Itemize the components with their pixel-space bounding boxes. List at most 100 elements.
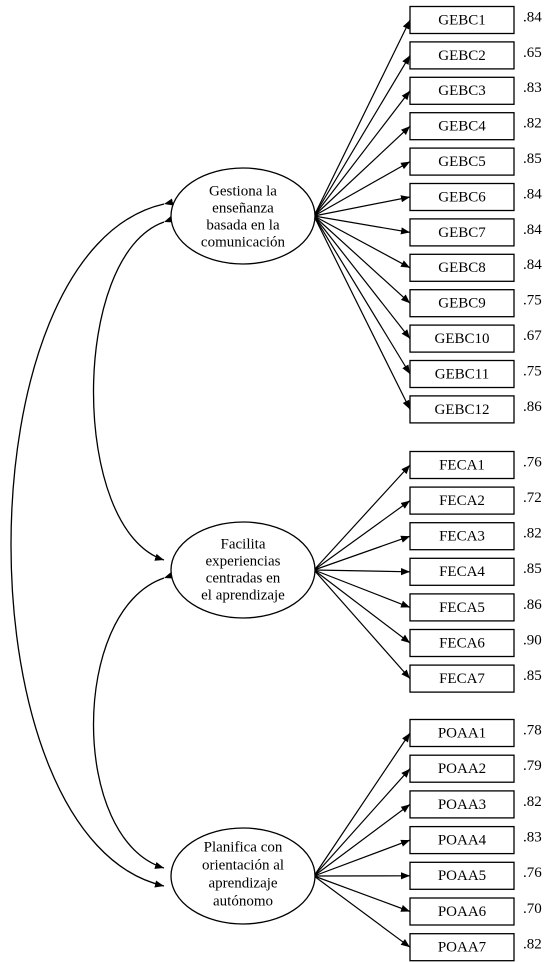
indicator-poaa5: POAA5.76 — [409, 861, 542, 890]
factor-ellipse — [170, 827, 316, 925]
loading-value: .82 — [523, 937, 542, 953]
factor-ellipse — [170, 521, 316, 619]
indicator-box — [409, 861, 515, 890]
indicator-gebc12: GEBC12.86 — [409, 395, 542, 424]
covariance-gebc-poaa — [10, 198, 174, 888]
indicator-box — [409, 147, 515, 176]
loading-arrow — [313, 55, 411, 217]
loading-arrow — [313, 875, 411, 948]
loading-arrow — [313, 803, 411, 877]
indicator-gebc3: GEBC3.83 — [409, 76, 542, 105]
loading-value: .84 — [523, 186, 542, 202]
indicator-gebc5: GEBC5.85 — [409, 147, 542, 176]
indicator-poaa4: POAA4 .83 — [409, 825, 542, 855]
loading-value: .90 — [523, 632, 542, 648]
indicator-gebc6: GEBC6.84 — [409, 182, 542, 212]
loading-value: .75 — [523, 293, 542, 309]
indicator-label: FECA7 — [439, 671, 485, 687]
loading-arrow — [313, 569, 411, 679]
loading-arrow — [313, 464, 411, 571]
indicator-label: GEBC4 — [438, 119, 486, 135]
indicator-poaa6: POAA6 .70 — [409, 897, 542, 926]
loading-arrow — [313, 875, 411, 913]
loading-value: .84 — [523, 222, 542, 238]
indicator-label: POAA7 — [438, 940, 487, 956]
indicator-label: FECA4 — [439, 564, 485, 580]
factor-label-line: el aprendizaje — [201, 587, 285, 603]
factor-label-line: Gestiona la — [209, 183, 277, 199]
indicator-label: POAA3 — [438, 797, 486, 813]
indicator-gebc10: GEBC10.67 — [409, 324, 542, 353]
indicator-gebc4: GEBC4.82 — [409, 112, 542, 141]
loading-value: .79 — [523, 758, 542, 774]
indicator-label: GEBC2 — [438, 48, 486, 64]
loading-arrow — [313, 569, 411, 644]
loading-arrows — [313, 19, 411, 948]
loading-value: .78 — [523, 722, 542, 738]
loading-value: .82 — [523, 526, 542, 542]
loading-arrow — [313, 195, 411, 217]
indicator-box — [409, 324, 515, 353]
indicator-gebc8: GEBC8.84 — [409, 253, 542, 282]
indicator-box — [409, 718, 515, 748]
loading-value: .83 — [523, 80, 542, 96]
loading-arrow — [313, 568, 411, 576]
indicator-box — [409, 289, 515, 318]
loading-arrow — [313, 768, 411, 877]
indicator-feca5: FECA5 .86 — [409, 593, 542, 622]
indicator-label: FECA1 — [439, 457, 485, 473]
loading-value: .85 — [523, 668, 542, 684]
indicator-label: GEBC9 — [438, 296, 486, 312]
loading-value: .84 — [523, 9, 542, 25]
loading-arrow — [313, 161, 411, 217]
indicator-box — [409, 41, 515, 70]
indicator-label: POAA4 — [438, 833, 487, 849]
loading-arrow — [313, 500, 411, 571]
indicator-label: GEBC12 — [434, 402, 489, 418]
indicator-poaa1: POAA1.78 — [409, 718, 542, 748]
indicator-label: POAA5 — [438, 868, 486, 884]
indicator-label: POAA2 — [438, 761, 486, 777]
loading-arrow — [313, 90, 411, 217]
loading-arrow — [313, 215, 411, 304]
loading-value: .82 — [523, 794, 542, 810]
indicator-label: FECA5 — [439, 600, 485, 616]
indicator-feca7: FECA7 .85 — [409, 664, 542, 693]
indicator-feca1: FECA1.76 — [409, 450, 542, 480]
indicator-label: FECA3 — [439, 529, 485, 545]
loading-arrow — [313, 215, 411, 235]
indicator-box — [409, 218, 515, 247]
loading-value: .72 — [523, 490, 542, 506]
loading-value: .70 — [523, 901, 542, 917]
loading-arrow — [313, 215, 411, 339]
indicator-box — [409, 897, 515, 926]
indicator-poaa7: POAA7 .82 — [409, 933, 542, 962]
loading-arrow — [313, 215, 411, 375]
covariance-gebc-feca — [92, 215, 174, 561]
indicator-box — [409, 76, 515, 105]
loading-value: .86 — [523, 597, 542, 613]
factor-gebc: Gestiona la enseñanza basada en la comun… — [170, 167, 316, 265]
factor-label-line: enseñanza — [212, 200, 274, 216]
loading-value: .83 — [523, 830, 542, 846]
loading-arrow — [313, 125, 411, 217]
indicator-box — [409, 253, 515, 282]
indicator-box — [409, 557, 515, 586]
indicator-box — [409, 182, 515, 212]
indicator-label: POAA6 — [438, 904, 487, 920]
indicator-box — [409, 359, 515, 389]
factor-label-line: basada en la — [206, 217, 280, 233]
loading-value: .67 — [523, 328, 542, 344]
indicator-gebc1: GEBC1.84 — [409, 5, 542, 35]
indicator-gebc2: GEBC2.65 — [409, 41, 542, 70]
indicator-boxes: GEBC1.84GEBC2.65GEBC3.83GEBC4.82GEBC5.85… — [409, 5, 542, 962]
indicator-feca2: FECA2.72 — [409, 486, 542, 515]
indicator-box — [409, 112, 515, 141]
loading-arrow — [313, 569, 411, 608]
indicator-gebc9: GEBC9 .75 — [409, 289, 542, 318]
loading-arrow — [313, 215, 411, 269]
loading-value: .85 — [523, 151, 542, 167]
indicator-box — [409, 664, 515, 693]
indicator-box — [409, 522, 515, 551]
loading-value: .75 — [523, 363, 542, 379]
